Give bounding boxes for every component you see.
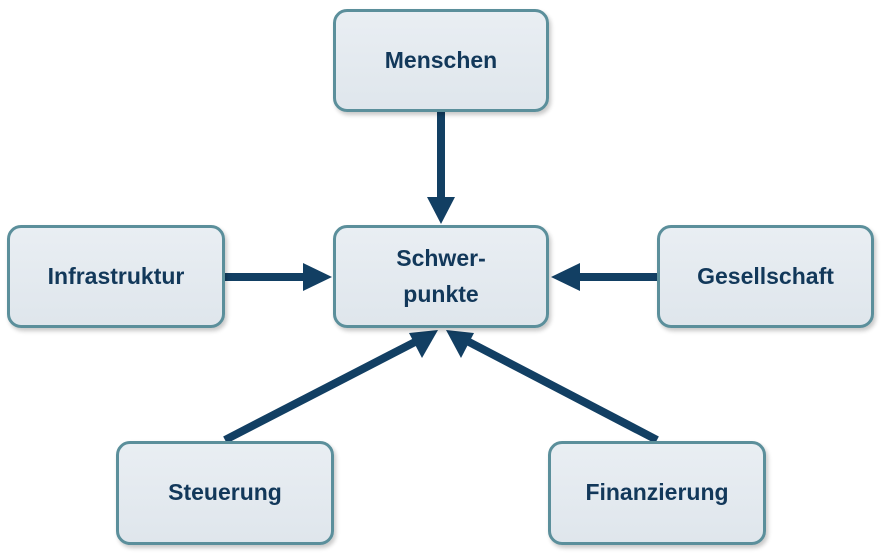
node-steuerung-label: Steuerung [168, 479, 282, 506]
node-gesellschaft: Gesellschaft [657, 225, 874, 328]
arrow-infrastruktur-to-schwerpunkte [225, 263, 332, 291]
node-infrastruktur-label: Infrastruktur [47, 262, 185, 289]
arrow-menschen-to-schwerpunkte [427, 112, 455, 224]
node-menschen: Menschen [333, 9, 549, 112]
node-finanzierung-label: Finanzierung [585, 479, 729, 506]
arrow-steuerung-to-schwerpunkte [223, 330, 438, 444]
node-schwerpunkte-center: Schwer- punkte [333, 225, 549, 328]
node-finanzierung: Finanzierung [548, 441, 766, 545]
node-menschen-label: Menschen [384, 46, 498, 73]
node-schwerpunkte-label: Schwer- punkte [396, 244, 486, 307]
arrow-finanzierung-to-schwerpunkte [446, 330, 659, 444]
node-infrastruktur: Infrastruktur [7, 225, 225, 328]
arrow-gesellschaft-to-schwerpunkte [551, 263, 657, 291]
node-gesellschaft-label: Gesellschaft [697, 262, 834, 289]
node-steuerung: Steuerung [116, 441, 334, 545]
